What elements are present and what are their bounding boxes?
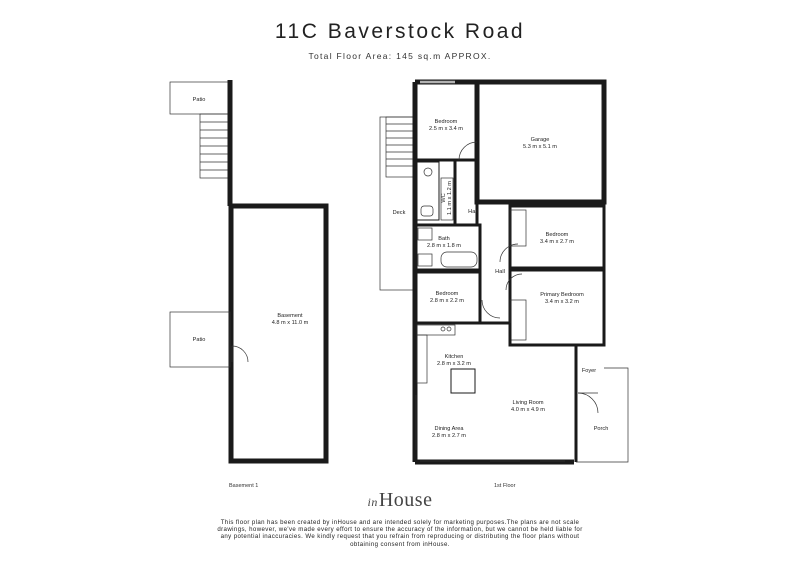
deck-stair-treads xyxy=(386,123,414,167)
foyer-label: Foyer xyxy=(582,368,596,374)
page-subtitle: Total Floor Area: 145 sq.m APPROX. xyxy=(308,51,492,61)
garage-dims: 5.3 m x 5.1 m xyxy=(523,144,557,150)
bedroom3-dims: 2.8 m x 2.2 m xyxy=(430,298,464,304)
primary-wardrobe xyxy=(509,299,527,341)
bedroom3-name: Bedroom xyxy=(436,291,459,297)
bath-shower xyxy=(417,253,433,267)
basement-labels: Patio Patio Basement 4.8 m x 11.0 m xyxy=(193,97,309,343)
deck-stairs xyxy=(385,116,415,178)
bedroom2-dims: 3.4 m x 2.7 m xyxy=(540,239,574,245)
living-room-dims: 4.0 m x 4.9 m xyxy=(511,407,545,413)
logo-prefix: in xyxy=(367,495,378,509)
kitchen-name: Kitchen xyxy=(445,354,464,360)
basement-plan xyxy=(169,80,329,464)
front-door-swing xyxy=(577,392,599,414)
hall-lower-label: Hall xyxy=(495,269,505,275)
window-marks xyxy=(415,80,603,462)
deck-label: Deck xyxy=(393,210,406,216)
bedroom2-name: Bedroom xyxy=(546,232,569,238)
dining-area-name: Dining Area xyxy=(435,426,465,432)
bedroom1-door-swing xyxy=(458,141,478,161)
stove-burner-2 xyxy=(446,326,452,332)
first-floor-labels: Bedroom 2.5 m x 3.4 m Garage 5.3 m x 5.1… xyxy=(393,119,609,439)
primary-bedroom-dims: 3.4 m x 3.2 m xyxy=(545,299,579,305)
living-room-name: Living Room xyxy=(512,400,543,406)
kitchen-bench xyxy=(416,324,456,336)
basement-dims: 4.8 m x 11.0 m xyxy=(272,320,309,326)
dining-area-dims: 2.8 m x 2.7 m xyxy=(432,433,466,439)
bedroom1-name: Bedroom xyxy=(435,119,458,125)
basement-door-swing xyxy=(231,345,249,363)
inhouse-logo: inHouse xyxy=(0,489,800,512)
wc-name: WC xyxy=(441,193,447,202)
basement-level-label: Basement 1 xyxy=(229,483,259,489)
porch-label: Porch xyxy=(594,426,609,432)
primary-bedroom-walls xyxy=(508,268,606,347)
patio-bottom-label: Patio xyxy=(193,337,206,343)
first-floor-plan xyxy=(379,79,629,465)
deck-area xyxy=(379,116,415,291)
east-wall xyxy=(576,202,606,347)
kitchen-side-bench xyxy=(416,334,428,384)
patio-bottom-area xyxy=(169,311,231,368)
bath-dims: 2.8 m x 1.8 m xyxy=(427,243,461,249)
logo-name: House xyxy=(378,489,433,511)
stove-burner-1 xyxy=(440,326,446,332)
basement-stair-treads xyxy=(200,121,228,171)
primary-door-swing xyxy=(505,273,523,291)
bedroom2-wardrobe xyxy=(509,209,527,247)
kitchen-dims: 2.8 m x 3.2 m xyxy=(437,361,471,367)
porch-area xyxy=(576,367,629,463)
wc-walls xyxy=(416,161,440,221)
wc-toilet xyxy=(420,205,434,217)
wc-basin xyxy=(423,167,433,177)
basement-room-walls xyxy=(228,203,329,464)
wc-dims: 1.1 m x 1.2 m xyxy=(447,181,453,215)
bedroom3-door-swing xyxy=(481,299,501,319)
north-east-wall xyxy=(415,79,607,202)
first-floor-level-label: 1st Floor xyxy=(494,483,516,489)
kitchen-island xyxy=(450,368,476,394)
bath-vanity xyxy=(417,227,433,241)
patio-top-label: Patio xyxy=(193,97,206,103)
page-title: 11C Baverstock Road xyxy=(274,20,526,43)
basement-name: Basement xyxy=(277,313,303,319)
primary-bedroom-name: Primary Bedroom xyxy=(540,292,584,298)
bath-walls xyxy=(413,223,482,272)
bathtub xyxy=(440,251,478,268)
linen-cupboard xyxy=(440,177,454,221)
disclaimer-text: This floor plan has been created by inHo… xyxy=(217,519,583,548)
hall-upper-label: Hall xyxy=(468,209,478,215)
garage-name: Garage xyxy=(531,137,550,143)
bedroom1-dims: 2.5 m x 3.4 m xyxy=(429,126,463,132)
bath-name: Bath xyxy=(438,236,450,242)
bedroom2-door-swing xyxy=(499,243,519,263)
